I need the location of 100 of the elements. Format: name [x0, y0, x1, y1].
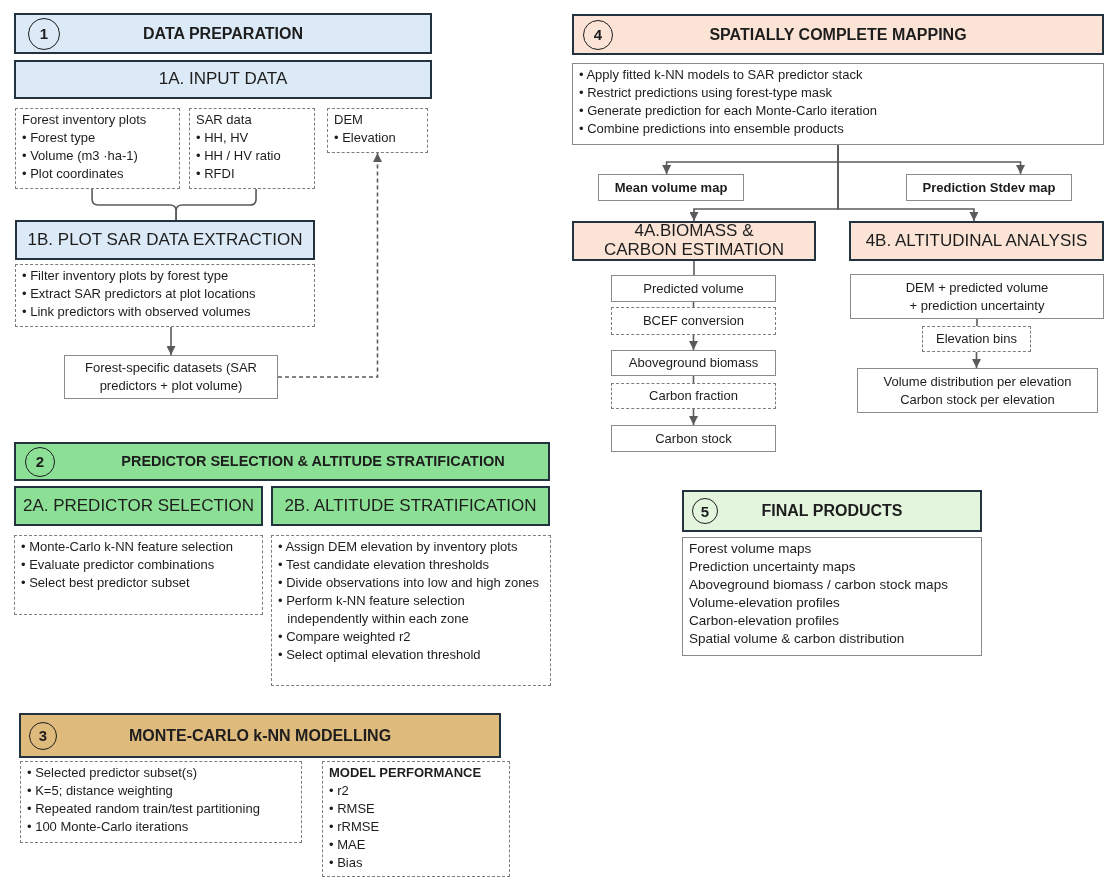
intermediate-step-box [611, 383, 776, 409]
box-label: Elevation bins [936, 330, 1017, 348]
process-box [857, 368, 1098, 413]
box-label: Carbon fraction [649, 387, 738, 405]
section-title: PREDICTOR SELECTION & ALTITUDE STRATIFICATION [121, 452, 505, 471]
bullet-item: • Filter inventory plots by forest type [22, 267, 229, 285]
bullet-item: • Assign DEM elevation by inventory plots [278, 538, 518, 556]
box-label: Prediction Stdev map [922, 178, 1056, 197]
subsection-header-bar [849, 221, 1104, 261]
bullet-item: • Compare weighted r2 [278, 628, 411, 646]
subsection-title: 4A.BIOMASS & CARBON ESTIMATION [602, 222, 786, 260]
connector-line [692, 301, 695, 308]
list-item: Prediction uncertainty maps [689, 558, 856, 576]
connector-arrow [689, 334, 698, 351]
task-list-box [271, 535, 551, 686]
subsection-header-bar [15, 220, 315, 260]
bullet-item: • Repeated random train/test partitioning [27, 800, 260, 818]
section-header-bar [682, 490, 982, 532]
map-output-box [906, 174, 1072, 201]
product-list-box [682, 537, 982, 656]
subsection-title: 1A. INPUT DATA [158, 70, 288, 89]
connector-arrow [277, 152, 382, 378]
bullet-item: • Apply fitted k-NN models to SAR predictor stack [579, 66, 863, 84]
bullet-item: • Forest type [22, 129, 96, 147]
list-item: Volume-elevation profiles [689, 594, 840, 612]
metrics-box [322, 761, 510, 877]
connector-arrow [972, 351, 981, 369]
list-heading: SAR data [196, 111, 252, 129]
bullet-item: • Restrict predictions using forest-type mask [579, 84, 833, 102]
bullet-item: • RMSE [329, 800, 376, 818]
bullet-item: • Generate prediction for each Monte-Carlo iteration [579, 102, 877, 120]
step-number: 5 [700, 503, 710, 519]
box-label: Volume distribution per elevation [883, 372, 1072, 391]
task-list-box [14, 535, 263, 615]
connector-arrow [166, 326, 176, 356]
subsection-header-bar [271, 486, 550, 526]
box-label: Carbon stock [655, 429, 732, 448]
map-output-box [598, 174, 744, 201]
task-list-box [20, 761, 302, 843]
input-data-box [15, 108, 180, 189]
bullet-item: • Volume (m3 ·ha-1) [22, 147, 138, 165]
list-item: Carbon-elevation profiles [689, 612, 840, 630]
box-label: Mean volume map [614, 178, 728, 197]
subsection-header-bar [572, 221, 816, 261]
step-number: 4 [593, 27, 603, 42]
connector-arrow [689, 408, 698, 426]
list-item: Forest volume maps [689, 540, 812, 558]
bullet-item: • Monte-Carlo k-NN feature selection [21, 538, 233, 556]
process-box [611, 350, 776, 376]
box-label: Predicted volume [643, 279, 744, 298]
box-label: Aboveground biomass [628, 354, 759, 372]
list-heading: MODEL PERFORMANCE [329, 764, 482, 782]
section-title: DATA PREPARATION [143, 23, 303, 44]
bullet-item: • MAE [329, 836, 367, 854]
section-title: FINAL PRODUCTS [761, 501, 903, 521]
process-box [850, 274, 1104, 319]
step-number: 3 [38, 728, 48, 743]
section-title: MONTE-CARLO k-NN MODELLING [128, 725, 392, 746]
list-item: Spatial volume & carbon distribution [689, 630, 905, 648]
input-data-box [189, 108, 315, 189]
dataset-box [64, 355, 278, 399]
bullet-item: • Test candidate elevation thresholds [278, 556, 489, 574]
list-heading: Forest inventory plots [22, 111, 147, 129]
task-list-box [15, 264, 315, 327]
bullet-item: • 100 Monte-Carlo iterations [27, 818, 189, 836]
subsection-title: 2A. PREDICTOR SELECTION [22, 496, 255, 516]
bullet-item: • Perform k-NN feature selection independently within each zone [278, 592, 470, 628]
subsection-title: 1B. PLOT SAR DATA EXTRACTION [27, 230, 303, 250]
connector-line [693, 260, 695, 276]
bullet-item: • Selected predictor subset(s) [27, 764, 197, 782]
connector-arrow [837, 144, 979, 222]
section-header-bar [19, 713, 501, 758]
bullet-item: • Select optimal elevation threshold [278, 646, 481, 664]
bullet-item: • Combine predictions into ensemble products [579, 120, 844, 138]
intermediate-step-box [922, 326, 1031, 352]
bullet-item: • HH, HV [196, 129, 249, 147]
list-heading: DEM [334, 111, 363, 129]
section-header-bar [572, 14, 1104, 55]
task-list-box [572, 63, 1104, 145]
subsection-header-bar [14, 486, 263, 526]
process-box [611, 275, 776, 302]
bullet-item: • Evaluate predictor combinations [21, 556, 215, 574]
subsection-header-bar [14, 60, 432, 99]
bullet-item: • K=5; distance weighting [27, 782, 173, 800]
bullet-item: • r2 [329, 782, 350, 800]
bullet-item: • Select best predictor subset [21, 574, 190, 592]
step-number: 2 [35, 454, 45, 469]
box-label: BCEF conversion [642, 312, 745, 330]
bullet-item: • Bias [329, 854, 364, 872]
section-header-bar [14, 442, 550, 481]
box-label: Carbon stock per elevation [900, 390, 1055, 409]
connector-line [976, 318, 978, 327]
subsection-title: 4B. ALTITUDINAL ANALYSIS [865, 231, 1088, 251]
box-label: Forest-specific datasets (SAR predictors + plot volume) [84, 359, 258, 395]
section-title: SPATIALLY COMPLETE MAPPING [709, 24, 967, 45]
bullet-item: • Link predictors with observed volumes [22, 303, 251, 321]
bullet-item: • Plot coordinates [22, 165, 124, 183]
bullet-item: • Divide observations into low and high zones [278, 574, 540, 592]
subsection-title: 2B. ALTITUDE STRATIFICATION [284, 496, 537, 516]
bullet-item: • Elevation [334, 129, 397, 147]
